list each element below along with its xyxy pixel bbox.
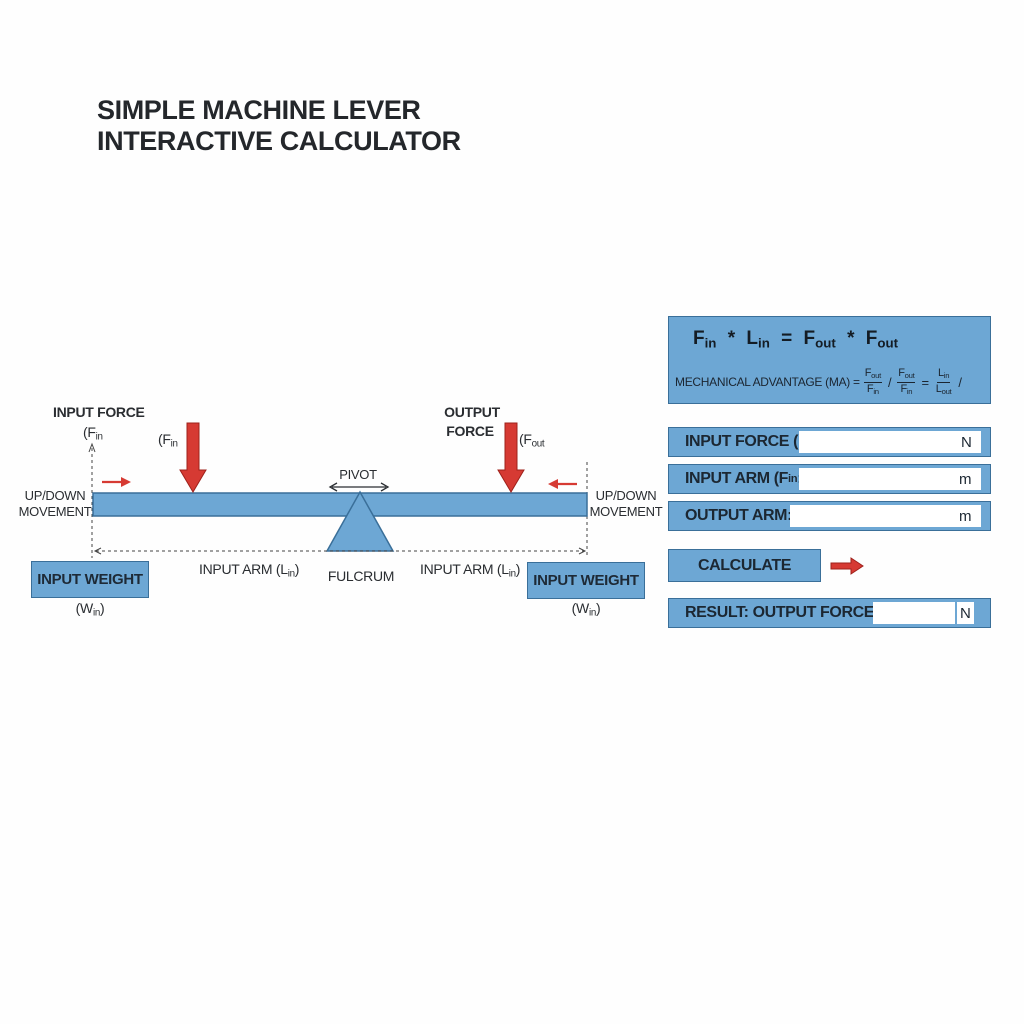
output-force-label-line-1: OUTPUT [444,404,500,420]
output-arm-field-label: OUTPUT ARM: [685,507,792,524]
input-force-row: INPUT FORCE (Fin: N [668,427,991,457]
input-force-arrow-label: (Fin [158,431,178,450]
calculate-button[interactable]: CALCULATE [668,549,821,582]
output-arm-unit: m [959,507,972,525]
input-force-unit: N [961,433,972,451]
page-title-line-2: INTERACTIVE CALCULATOR [97,126,461,156]
result-row: RESULT: OUTPUT FORCE = N [668,598,991,628]
fulcrum-label: FULCRUM [327,568,395,584]
movement-left-line-2: MOVEMENT [18,504,92,519]
left-force-guide-arrowhead [88,442,96,453]
input-force-arrow [179,422,207,493]
output-arm-field[interactable] [790,505,981,527]
pivot-arrow-right-head [380,482,390,492]
arm-dimension-right-head [578,547,587,555]
input-arm-field[interactable] [799,468,981,490]
movement-left-line-1: UP/DOWN [24,488,86,503]
movement-arrow-left-head [548,479,558,489]
input-weight-box-left: INPUT WEIGHT [31,561,149,598]
movement-right-line-1: UP/DOWN [595,488,657,503]
input-force-label: INPUT FORCE [53,404,145,420]
result-unit: N [957,602,974,624]
result-output-field [873,602,955,624]
movement-arrow-right-head [121,477,131,487]
input-force-field[interactable] [799,431,981,453]
arm-dimension-left-head [93,547,102,555]
input-force-symbol: (Fin [83,424,103,443]
input-weight-left-symbol: (Win) [75,600,105,619]
mechanical-advantage-formula: MECHANICAL ADVANTAGE (MA) = Fout Fin / F… [675,367,962,396]
input-arm-row: INPUT ARM (Fin: m [668,464,991,494]
output-arm-row: OUTPUT ARM: m [668,501,991,531]
input-arm-right-label: INPUT ARM (Lin) [420,561,521,580]
pivot-arrow-left-head [328,482,338,492]
result-label: RESULT: OUTPUT FORCE = [685,604,888,621]
lever-diagram [88,422,588,558]
lever-equation: Fin * Lin = Fout * Fout [693,328,899,351]
output-force-label-line-2: FORCE [446,423,494,439]
input-weight-right-symbol: (Win) [571,600,601,619]
movement-right-line-2: MOVEMENT [589,504,663,519]
input-weight-box-right: INPUT WEIGHT [527,562,645,599]
input-arm-unit: m [959,470,972,488]
output-force-arrow-label: (Fout [519,431,545,450]
formula-panel: Fin * Lin = Fout * Fout MECHANICAL ADVAN… [668,316,991,404]
lever-beam [92,492,588,517]
input-arm-left-label: INPUT ARM (Lin) [199,561,300,580]
calculate-arrow-icon [830,557,864,575]
page-title-line-1: SIMPLE MACHINE LEVER [97,95,421,125]
pivot-label: PIVOT [339,467,377,482]
output-force-arrow [497,422,525,493]
